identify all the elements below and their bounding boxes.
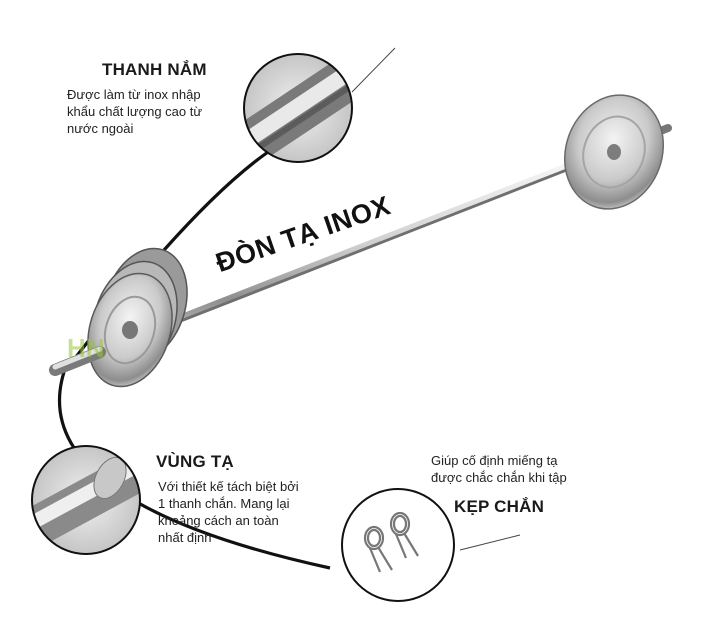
callout-title-grip: THANH NẮM <box>102 60 207 79</box>
callout-title-clip: KẸP CHẮN <box>454 497 545 516</box>
callout-title-sleeve: VÙNG TẠ <box>156 452 234 471</box>
zoom-sleeve <box>31 445 141 555</box>
callout-desc-clip: Giúp cố định miếng tạ được chắc chắn khi… <box>431 453 567 485</box>
callout-desc-grip: Được làm từ inox nhập khẩu chất lượng ca… <box>67 87 203 136</box>
pointer-line-top <box>351 47 396 93</box>
callout-desc-sleeve: Với thiết kế tách biệt bởi 1 thanh chắn.… <box>158 479 299 545</box>
zoom-grip <box>243 53 353 163</box>
barbell <box>49 94 672 388</box>
spring-clip-icon <box>363 511 419 573</box>
zoom-spring-clips <box>341 488 455 602</box>
pointer-line-clip <box>459 534 521 551</box>
watermark-logo: HN <box>67 333 105 363</box>
